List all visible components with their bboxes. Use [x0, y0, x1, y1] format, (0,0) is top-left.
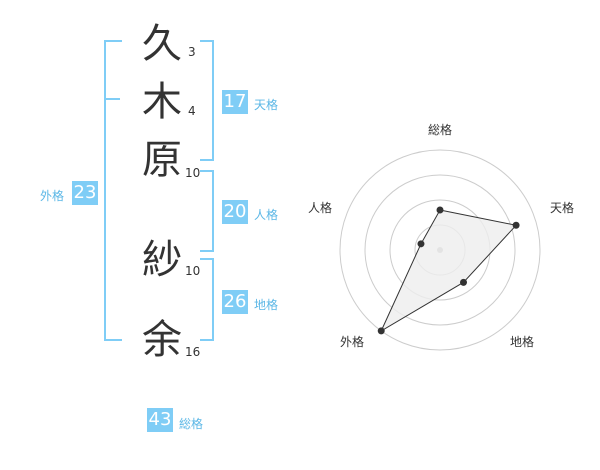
- stroke-count-2: 4: [188, 104, 196, 118]
- radar-point-0: [436, 206, 444, 214]
- radar-polygon-group: [377, 206, 520, 335]
- name-char-3: 原: [142, 137, 182, 183]
- radar-axis-label-0: 総格: [428, 122, 452, 137]
- radar-point-2: [460, 278, 468, 286]
- gaikaku-bracket-tick: [104, 98, 120, 100]
- name-char-2: 木: [142, 79, 182, 125]
- radar-axis-label-1: 天格: [550, 200, 574, 215]
- stroke-count-4: 10: [185, 264, 201, 278]
- radar-chart: 総格 天格 地格 外格 人格: [308, 122, 574, 351]
- gaikaku-bracket: [104, 40, 122, 341]
- tenkaku-label: 天格: [254, 98, 279, 112]
- radar-point-1: [512, 221, 520, 229]
- gaikaku-score: 23: [72, 181, 98, 205]
- stroke-count-1: 3: [188, 45, 196, 59]
- radar-axis-label-4: 人格: [308, 200, 332, 215]
- chikaku-label: 地格: [254, 298, 279, 312]
- radar-ring-1: [364, 174, 516, 326]
- chikaku-score: 26: [222, 290, 248, 314]
- radar-axis-label-2: 地格: [510, 334, 534, 349]
- tenkaku-score: 17: [222, 90, 248, 114]
- gaikaku-label: 外格: [40, 189, 65, 203]
- radar-ring-0: [339, 149, 541, 351]
- name-char-4: 紗: [142, 237, 182, 283]
- tenkaku-bracket: [200, 40, 214, 161]
- stroke-count-3: 10: [185, 166, 201, 180]
- soukaku-score: 43: [147, 408, 173, 432]
- chikaku-bracket: [200, 258, 214, 341]
- stroke-count-5: 16: [185, 345, 201, 359]
- jinkaku-score: 20: [222, 200, 248, 224]
- jinkaku-bracket: [200, 170, 214, 252]
- soukaku-label: 総格: [179, 417, 204, 431]
- radar-point-3: [377, 327, 385, 335]
- radar-point-4: [417, 240, 425, 248]
- radar-axis-label-3: 外格: [340, 334, 364, 349]
- name-char-5: 余: [142, 317, 182, 363]
- name-char-1: 久: [142, 21, 182, 67]
- radar-polygon: [380, 209, 518, 333]
- jinkaku-label: 人格: [254, 208, 279, 222]
